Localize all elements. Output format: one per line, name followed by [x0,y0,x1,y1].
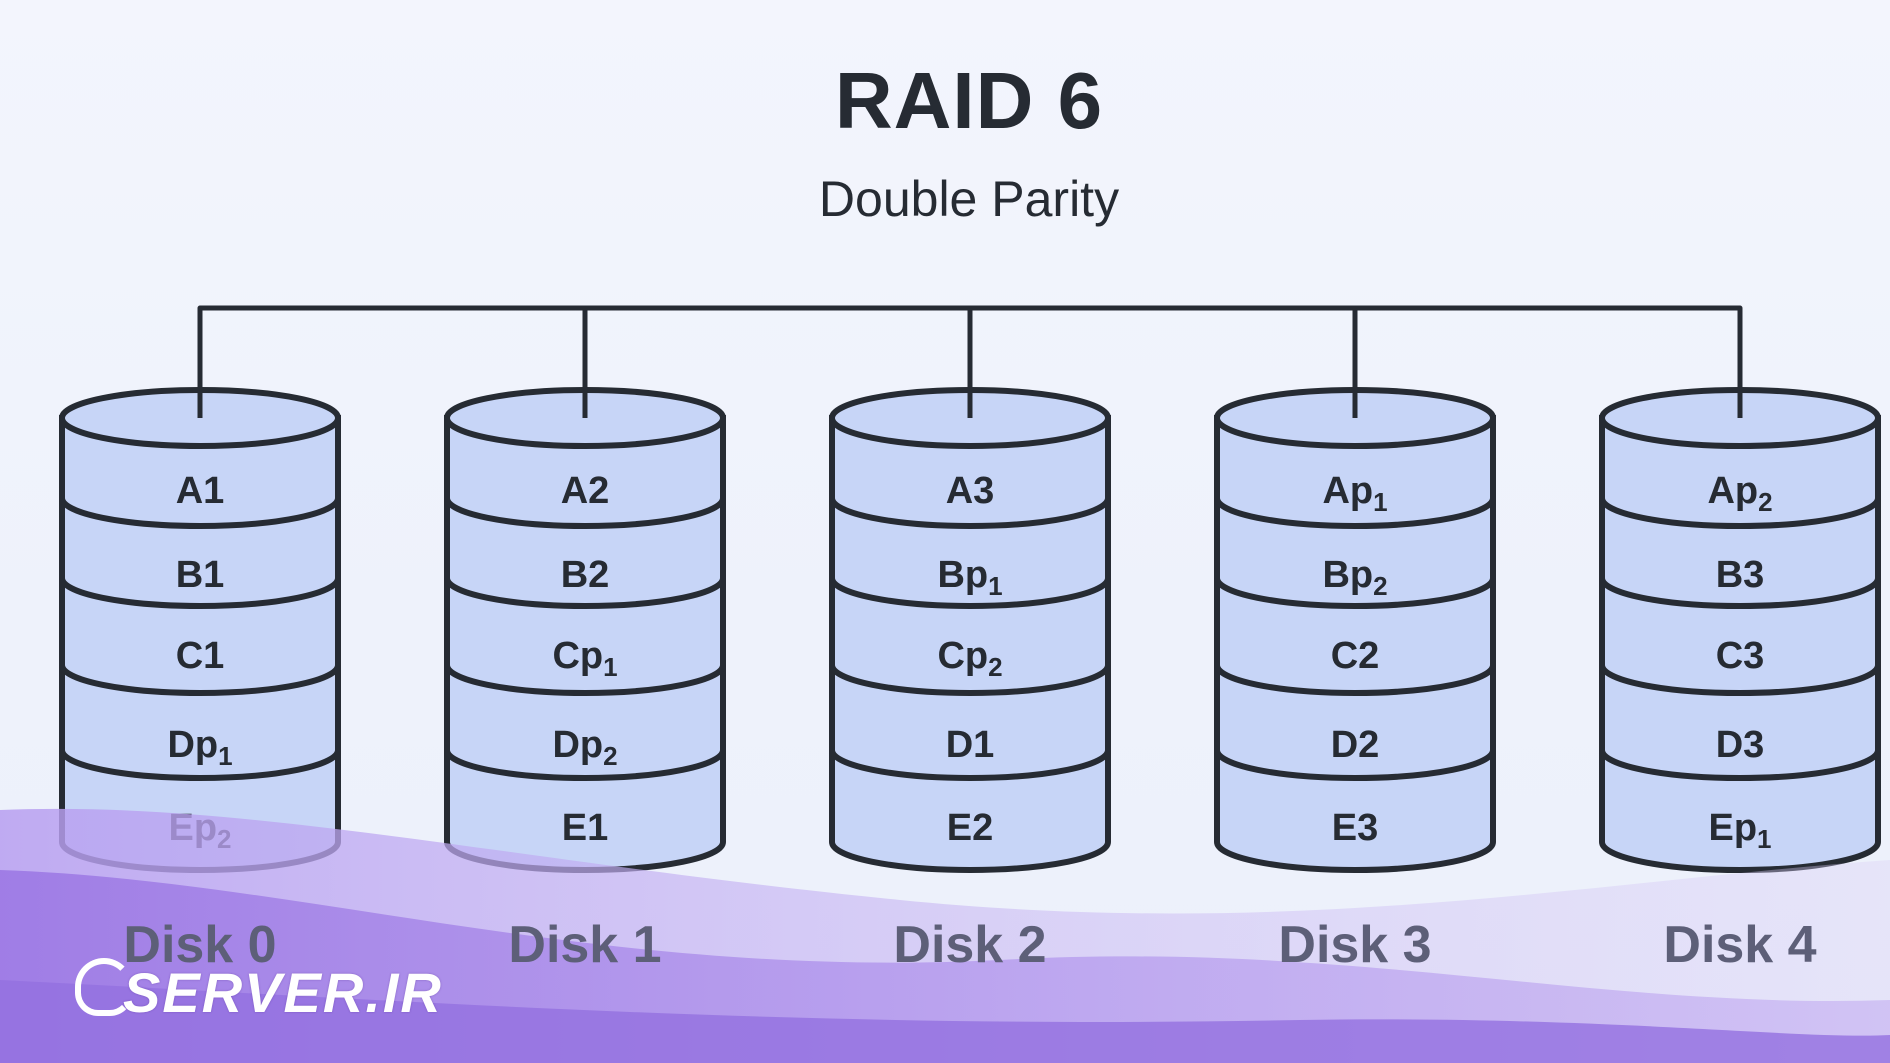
stripe-divider [829,664,1111,696]
page-subtitle: Double Parity [818,171,1120,227]
block-label: D3 [1716,724,1765,766]
stripe-divider [1599,577,1881,609]
disk-array: A1B1C1Dp1Ep2A2B2Cp1Dp2E1A3Bp1Cp2D1E2Ap1B… [59,308,1881,873]
stripe-divider [1599,497,1881,529]
block-label: Ap1 [1322,470,1387,517]
block-label: C2 [1331,635,1380,677]
block-label: Ap2 [1707,470,1772,517]
block-label: A1 [176,470,225,512]
block-label: B1 [176,554,225,596]
block-label: Bp1 [937,554,1002,601]
disk-label-2: Disk 2 [893,916,1047,974]
stripe-divider [444,664,726,696]
block-label: E3 [1332,807,1378,849]
stripe-divider [1214,497,1496,529]
block-label: D1 [946,724,995,766]
block-label: B3 [1716,554,1765,596]
block-label: D2 [1331,724,1380,766]
stripe-divider [1599,749,1881,781]
stripe-divider [59,497,341,529]
stripe-divider [1599,664,1881,696]
stripe-divider [444,577,726,609]
stripe-divider [59,577,341,609]
disk-body [1599,415,1881,873]
block-label: C3 [1716,635,1765,677]
stripe-divider [444,497,726,529]
disk-body [1214,415,1496,873]
stripe-divider [1214,577,1496,609]
block-label: Cp2 [937,635,1002,682]
block-label: Cp1 [552,635,617,682]
stripe-divider [59,664,341,696]
block-label: A2 [561,470,610,512]
stripe-divider [829,577,1111,609]
block-label: A3 [946,470,995,512]
disk-body [829,415,1111,873]
stripe-divider [829,749,1111,781]
background-waves [0,808,1890,1063]
stripe-divider [829,497,1111,529]
stripe-divider [444,749,726,781]
stripe-divider [1214,664,1496,696]
block-label: Dp1 [167,724,232,771]
block-label: Ep1 [1708,807,1771,854]
block-label: Dp2 [552,724,617,771]
disk-label-4: Disk 4 [1663,916,1817,974]
disk-label-3: Disk 3 [1278,916,1432,974]
stripe-divider [1214,749,1496,781]
block-label: E2 [947,807,993,849]
block-label: C1 [176,635,225,677]
page-title: RAID 6 [834,56,1104,145]
cloud-icon [75,958,133,1016]
stripe-divider [59,749,341,781]
brand-logo-text: SERVER.IR [123,961,443,1024]
block-label: E1 [562,807,608,849]
disk-label-0: Disk 0 [123,916,277,974]
block-label: Bp2 [1322,554,1387,601]
block-label: B2 [561,554,610,596]
disk-0: A1B1C1Dp1Ep2 [59,308,341,873]
brand-logo: SERVER.IR [75,958,443,1028]
disk-label-1: Disk 1 [508,916,662,974]
wave-bottom [0,980,1890,1063]
